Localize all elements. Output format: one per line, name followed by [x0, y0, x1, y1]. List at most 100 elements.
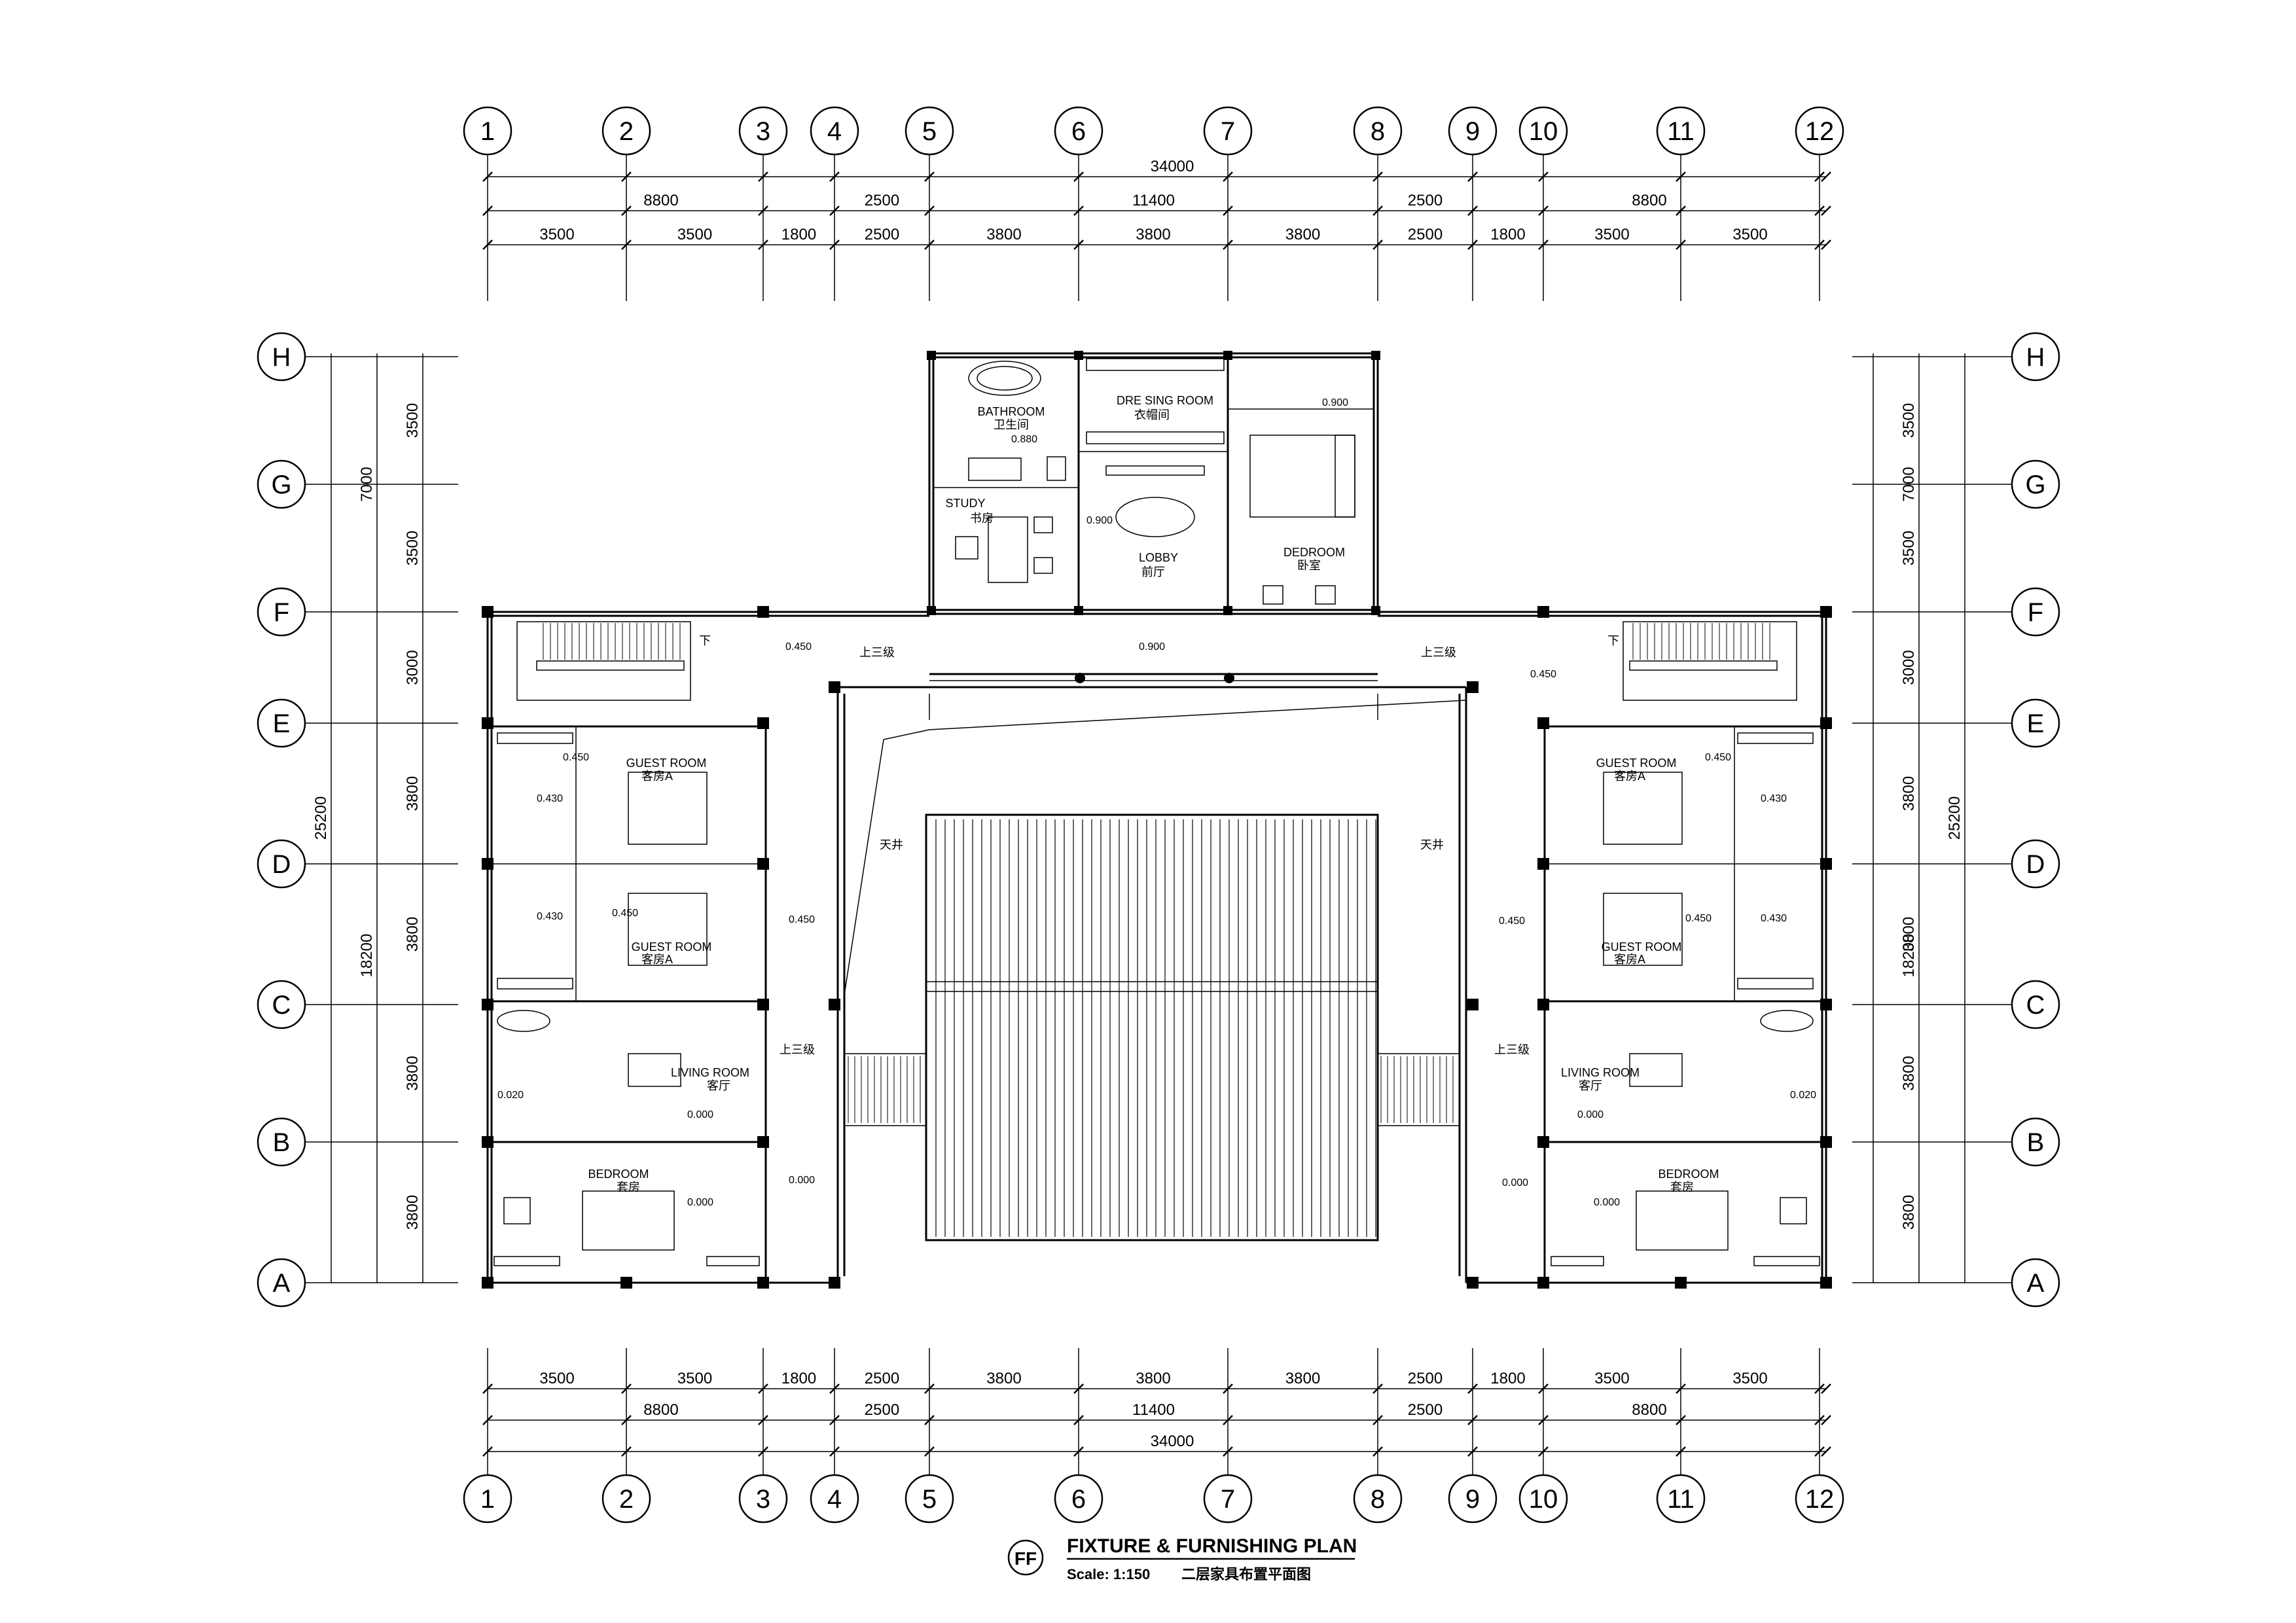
- bathroom-label-en: BATHROOM: [978, 405, 1045, 418]
- span-dimension-top-4: 3800: [986, 226, 1021, 243]
- living-room-right-label-cn: 客厅: [1579, 1079, 1602, 1092]
- vertical-mid-right-18200: 18200: [1900, 934, 1918, 978]
- vertical-span-left-5: 3500: [404, 531, 422, 565]
- level-mark-0450-c: 0.450: [563, 752, 589, 763]
- left-dimension-chain: 25200 7000 18200: [312, 353, 423, 1283]
- level-mark-0430-c: 0.430: [1761, 793, 1787, 804]
- row-label-right-H: H: [2026, 343, 2045, 372]
- span-dimension-top-5: 3800: [1136, 226, 1170, 243]
- row-label-left-G: G: [271, 471, 291, 499]
- overall-dimension-bottom: 34000: [1151, 1433, 1194, 1450]
- study-label-en: STUDY: [945, 497, 985, 510]
- level-mark-0450-b: 0.450: [1530, 669, 1556, 680]
- column-label-top-6: 6: [1071, 117, 1086, 146]
- guest-room-a-label-cn: 客房A: [641, 770, 673, 783]
- drawing-title: FIXTURE & FURNISHING PLAN: [1067, 1535, 1357, 1557]
- row-label-right-G: G: [2025, 471, 2045, 499]
- vertical-span-left-1: 3800: [404, 1056, 422, 1090]
- span-dimension-bottom-7: 2500: [1408, 1370, 1443, 1387]
- room-labels: GUEST ROOM 客房A GUEST ROOM 客房A LIVING ROO…: [588, 634, 1719, 1194]
- bay-dimension-bottom-4: 8800: [1632, 1401, 1666, 1419]
- level-mark-0450-e: 0.450: [789, 914, 815, 925]
- bedroom-right-label-cn: 套房: [1670, 1181, 1694, 1194]
- column-label-bottom-3: 3: [756, 1485, 770, 1514]
- column-label-top-12: 12: [1805, 117, 1835, 146]
- bathroom-label-cn: 卫生间: [994, 418, 1029, 431]
- column-label-top-1: 1: [480, 117, 495, 146]
- row-label-left-B: B: [273, 1128, 291, 1157]
- guest-room-c-label-en: GUEST ROOM: [1596, 757, 1677, 770]
- level-mark-0430-a: 0.430: [537, 793, 563, 804]
- span-dimension-top-9: 3500: [1594, 226, 1629, 243]
- guest-room-a-label-en: GUEST ROOM: [626, 757, 707, 770]
- courtyard-left-label: 天井: [880, 838, 903, 851]
- vertical-span-left-2: 3800: [404, 917, 422, 952]
- courtyard-roof: [844, 813, 1460, 1241]
- level-mark-0020-left: 0.020: [497, 1090, 524, 1101]
- span-dimension-top-7: 2500: [1408, 226, 1443, 243]
- column-label-bottom-6: 6: [1071, 1485, 1086, 1514]
- span-dimension-top-6: 3800: [1285, 226, 1320, 243]
- row-label-left-H: H: [272, 343, 291, 372]
- bedroom-left-label-cn: 套房: [617, 1181, 640, 1194]
- level-mark-0450-g: 0.450: [1685, 913, 1712, 924]
- bay-dimension-bottom-1: 2500: [865, 1401, 899, 1419]
- row-label-left-E: E: [273, 709, 291, 738]
- level-mark-0450-h: 0.450: [1499, 916, 1525, 927]
- vertical-span-left-6: 3500: [404, 403, 422, 438]
- level-mark-0000-e: 0.000: [1502, 1177, 1528, 1188]
- column-label-bottom-9: 9: [1465, 1485, 1480, 1514]
- guest-room-d-label-en: GUEST ROOM: [1602, 940, 1682, 954]
- row-label-right-B: B: [2027, 1128, 2045, 1157]
- span-dimension-top-10: 3500: [1732, 226, 1767, 243]
- vertical-span-right-2: 3800: [1900, 917, 1918, 952]
- step-up-label-1: 上三级: [859, 646, 895, 659]
- master-suite-block: BATHROOM 卫生间 0.880 DRE SING ROOM 衣帽间 STU…: [927, 351, 1380, 615]
- dressing-room-label-cn: 衣帽间: [1134, 408, 1170, 421]
- column-label-top-7: 7: [1221, 117, 1235, 146]
- span-dimension-top-1: 3500: [677, 226, 712, 243]
- column-label-bottom-10: 10: [1529, 1485, 1558, 1514]
- lobby-label-en: LOBBY: [1139, 551, 1178, 564]
- row-label-right-F: F: [2028, 598, 2043, 627]
- title-block: FF FIXTURE & FURNISHING PLAN Scale: 1:15…: [1007, 1535, 1357, 1582]
- level-mark-0450-f: 0.450: [1705, 752, 1731, 763]
- main-building-walls: [486, 611, 1827, 1284]
- vertical-span-right-4: 3000: [1900, 650, 1918, 685]
- guest-room-d-label-cn: 客房A: [1614, 953, 1645, 966]
- living-room-left-label-en: LIVING ROOM: [671, 1066, 749, 1079]
- span-dimension-bottom-6: 3800: [1285, 1370, 1320, 1387]
- level-mark-0020-right: 0.020: [1790, 1090, 1816, 1101]
- column-label-bottom-11: 11: [1667, 1485, 1695, 1514]
- structural-columns: [482, 606, 1832, 1289]
- vertical-span-right-5: 3500: [1900, 531, 1918, 565]
- vertical-span-right-1: 3800: [1900, 1056, 1918, 1090]
- row-label-right-C: C: [2026, 991, 2045, 1020]
- lobby-level: 0.900: [1086, 515, 1113, 526]
- vertical-span-right-3: 3800: [1900, 776, 1918, 811]
- row-label-right-E: E: [2027, 709, 2045, 738]
- row-label-left-F: F: [274, 598, 289, 627]
- row-label-right-A: A: [2027, 1269, 2045, 1298]
- drawing-title-cn: 二层家具布置平面图: [1181, 1566, 1311, 1582]
- row-label-left-C: C: [272, 991, 291, 1020]
- right-dimension-chain: 25200 7000 18200: [1873, 353, 1965, 1283]
- dressing-room-label-en: DRE SING ROOM: [1117, 394, 1213, 407]
- level-mark-0450-d: 0.450: [612, 908, 638, 919]
- lobby-label-cn: 前厅: [1141, 565, 1165, 579]
- column-label-top-8: 8: [1371, 117, 1385, 146]
- span-dimension-bottom-8: 1800: [1490, 1370, 1525, 1387]
- column-label-bottom-7: 7: [1221, 1485, 1235, 1514]
- bathroom-level: 0.880: [1011, 434, 1037, 445]
- bay-dimension-top-1: 2500: [865, 192, 899, 209]
- guest-room-b-label-en: GUEST ROOM: [632, 940, 712, 954]
- level-mark-0000-a: 0.000: [687, 1109, 713, 1120]
- bay-dimension-bottom-3: 2500: [1408, 1401, 1443, 1419]
- span-dimension-bottom-2: 1800: [781, 1370, 816, 1387]
- bedroom-top-label-en: DEDROOM: [1283, 546, 1345, 559]
- bay-dimension-bottom-0: 8800: [643, 1401, 678, 1419]
